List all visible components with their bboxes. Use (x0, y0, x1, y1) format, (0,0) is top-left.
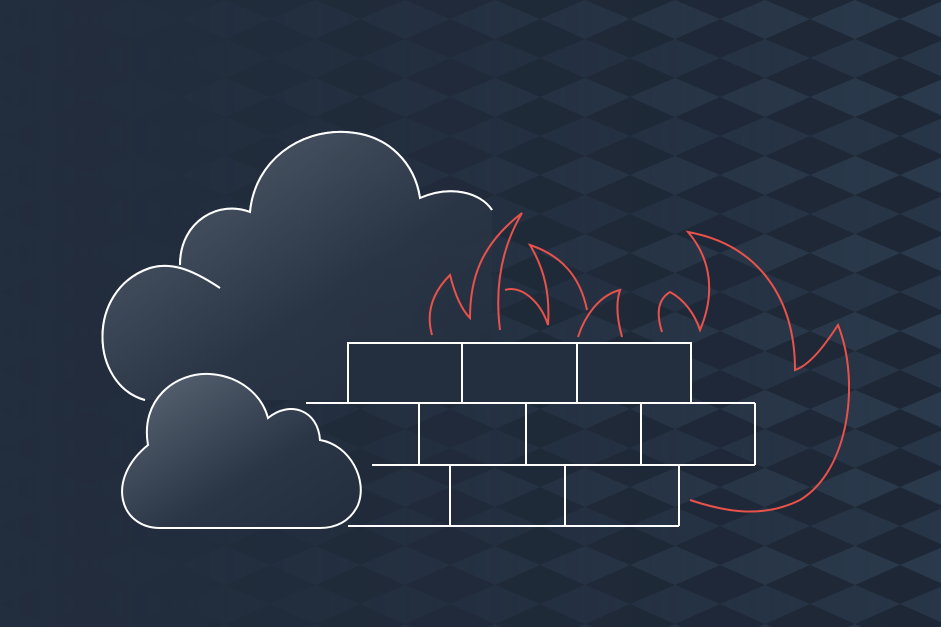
flame-icon (428, 212, 851, 513)
brick-wall-icon (306, 342, 756, 527)
cloud-fill (102, 131, 492, 400)
cloud-outline (101, 130, 493, 401)
cloud-icon (121, 372, 362, 529)
